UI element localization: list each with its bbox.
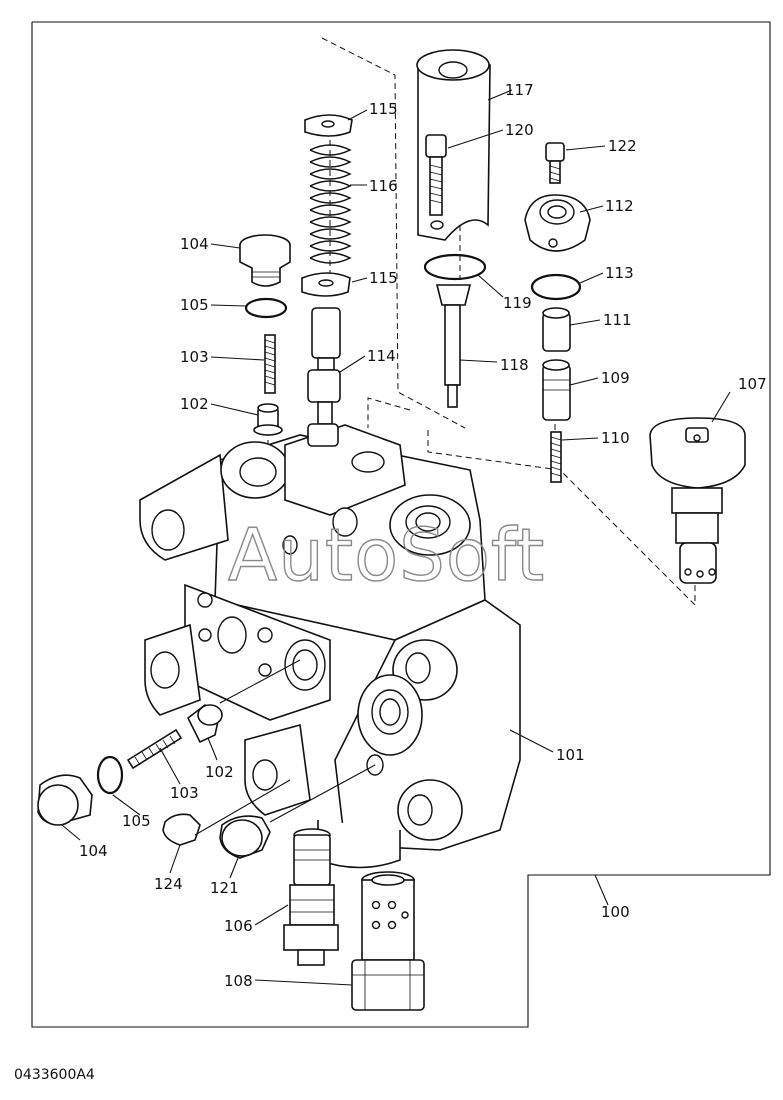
part-107-relief-valve [649,417,746,584]
callout-109: 109 [601,369,630,387]
callout-118: 117 [505,81,534,99]
callouts: 117 120 122 112 113 111 109 110 107 115 … [79,81,767,990]
drawing-code: 0433600A4 [14,1067,95,1083]
callout-102-top: 102 [180,395,209,413]
part-115-lower-spring-seat [301,272,351,297]
part-113-o-ring [530,273,582,301]
part-119-o-ring [423,253,487,281]
part-104-plug-lower [37,774,93,826]
part-103-spring-upper [264,334,276,394]
callout-110: 110 [601,429,630,447]
part-105-o-ring-upper [244,297,288,319]
callout-120: 120 [505,121,534,139]
assembly-boundary [31,21,771,1028]
callout-107: 107 [738,375,767,393]
part-105-o-ring-lower [96,755,124,795]
callout-117: 118 [500,356,529,374]
callout-103-bottom: 103 [170,784,199,802]
callout-108: 108 [224,972,253,990]
callout-116: 116 [369,177,398,195]
part-122-bolt [545,142,565,184]
callout-106: 106 [224,917,253,935]
callout-104-top: 104 [180,235,209,253]
callout-114: 114 [367,347,396,365]
part-110-spring [550,431,562,483]
callout-124: 124 [154,875,183,893]
part-120-bolt [425,134,447,216]
part-102-poppet-lower [186,704,223,744]
part-116-spring [309,144,352,264]
callout-105-top: 105 [180,296,209,314]
callout-103-top: 103 [180,348,209,366]
part-124-plug [162,813,201,846]
callout-104-bottom: 104 [79,842,108,860]
callout-111: 111 [603,311,632,329]
callout-115-top: 115 [369,100,398,118]
part-106-cartridge [283,828,339,966]
leader-lines [61,89,731,986]
callout-113: 113 [605,264,634,282]
callout-122: 122 [608,137,637,155]
part-102-poppet-upper [253,403,283,436]
part-104-plug-upper [239,234,291,287]
part-111-sleeve [542,307,571,352]
callout-105-bottom: 105 [122,812,151,830]
part-109-piston [542,359,571,421]
part-108-cartridge [351,871,425,1011]
callout-100: 100 [601,903,630,921]
part-121-plug [219,815,271,859]
callout-101: 101 [556,746,585,764]
part-117-rod [435,284,472,408]
part-114-spool [307,307,341,447]
part-115-upper-spring-seat [304,114,353,137]
part-112-cap [524,194,591,252]
callout-102-bottom: 102 [205,763,234,781]
part-103-spring-lower [126,728,183,770]
valve-body [139,424,521,869]
callout-121: 121 [210,879,239,897]
callout-119: 119 [503,294,532,312]
callout-112: 112 [605,197,634,215]
watermark: AutoSoft [228,513,545,597]
callout-115-bottom: 115 [369,269,398,287]
